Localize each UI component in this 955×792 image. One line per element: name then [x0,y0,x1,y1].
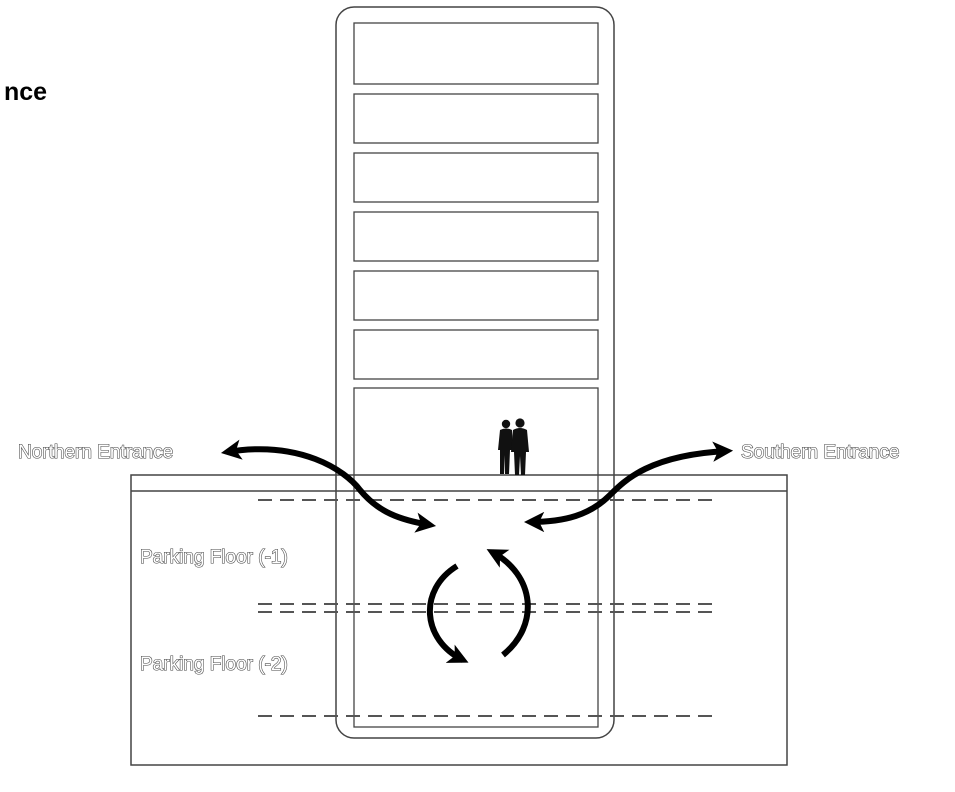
page-heading: nce [4,78,48,106]
ground-block [130,474,788,766]
parking-floor-1-label: Parking Floor (-1) [140,547,288,568]
arrow-southern-entrance [523,441,734,533]
arrow-northern-entrance [220,439,437,533]
floor-lobby-and-core [353,387,599,728]
tower-floors [353,22,599,728]
circulation-arrows [220,439,734,663]
parking-floor-lines [258,499,720,717]
parking-floor-2-label: Parking Floor (-2) [140,654,288,675]
people-silhouette-icon [498,418,529,475]
labels: Northern Entrance Southern Entrance Park… [17,441,900,675]
floor-4 [353,211,599,262]
tower-outline [335,6,615,739]
floor-7 [353,22,599,85]
floor-3 [353,270,599,321]
northern-entrance-label: Northern Entrance [18,442,173,463]
floor-2 [353,329,599,380]
floor-5 [353,152,599,203]
arrow-ramp-up [486,549,531,658]
floor-6 [353,93,599,144]
southern-entrance-label: Southern Entrance [741,442,899,463]
arrow-ramp-down [427,563,469,663]
